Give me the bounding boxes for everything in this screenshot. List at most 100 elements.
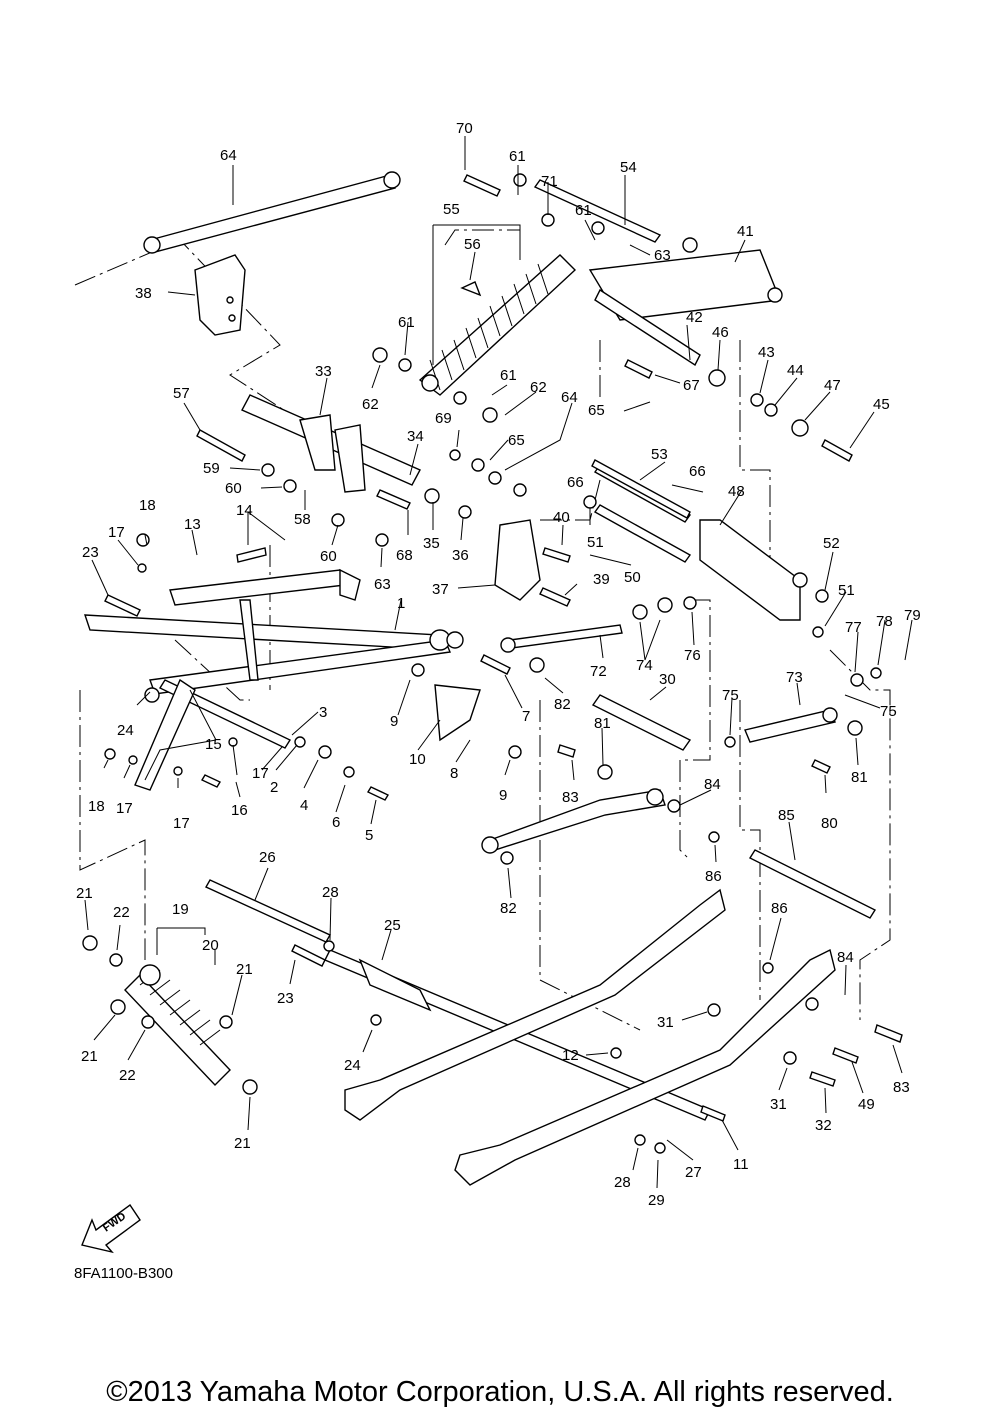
slide-rail-right xyxy=(454,948,836,1186)
callout-23b: 23 xyxy=(277,990,294,1007)
part-48-plate xyxy=(699,519,808,621)
copyright-notice: ©2013 Yamaha Motor Corporation, U.S.A. A… xyxy=(106,1376,894,1408)
callout-20: 20 xyxy=(202,937,219,954)
part-41-rear-arm xyxy=(588,237,783,367)
callout-17a: 17 xyxy=(108,524,125,541)
callout-28a: 28 xyxy=(322,884,339,901)
hardware-bolts xyxy=(104,174,903,1122)
callout-85: 85 xyxy=(778,807,795,824)
fwd-arrow-icon: FWD xyxy=(81,1204,141,1254)
callout-35: 35 xyxy=(423,535,440,552)
callout-86a: 86 xyxy=(705,868,722,885)
callout-54: 54 xyxy=(620,159,637,176)
callout-41: 41 xyxy=(737,223,754,240)
callout-26: 26 xyxy=(259,849,276,866)
callout-22b: 22 xyxy=(119,1067,136,1084)
callout-73: 73 xyxy=(786,669,803,686)
callout-27: 27 xyxy=(685,1164,702,1181)
callout-38: 38 xyxy=(135,285,152,302)
callout-21c: 21 xyxy=(81,1048,98,1065)
callout-4: 4 xyxy=(300,797,308,814)
part-50-53-shafts xyxy=(593,464,692,563)
callout-61c: 61 xyxy=(398,314,415,331)
callout-60a: 60 xyxy=(225,480,242,497)
callout-61a: 61 xyxy=(509,148,526,165)
callout-62a: 62 xyxy=(362,396,379,413)
part-64-upper-arm xyxy=(143,171,401,254)
callout-76: 76 xyxy=(684,647,701,664)
callout-11: 11 xyxy=(733,1156,749,1173)
part-1-main-frame xyxy=(84,568,464,695)
callout-14: 14 xyxy=(236,502,253,519)
part-37-bracket xyxy=(494,519,541,601)
callout-8: 8 xyxy=(450,765,458,782)
callout-63a: 63 xyxy=(654,247,671,264)
callout-31b: 31 xyxy=(770,1096,787,1113)
callout-30: 30 xyxy=(659,671,676,688)
callout-43: 43 xyxy=(758,344,775,361)
callout-37: 37 xyxy=(432,581,449,598)
callout-labels: 1 2 3 4 5 6 7 8 9 9 10 11 12 13 14 15 16… xyxy=(76,120,921,1209)
callout-72: 72 xyxy=(590,663,607,680)
callout-84b: 84 xyxy=(837,949,854,966)
part-38-bracket xyxy=(194,254,246,336)
callout-75a: 75 xyxy=(722,687,739,704)
callout-66a: 66 xyxy=(689,463,706,480)
callout-5: 5 xyxy=(365,827,373,844)
callout-9b: 9 xyxy=(499,787,507,804)
callout-2: 2 xyxy=(270,779,278,796)
callout-67: 67 xyxy=(683,377,700,394)
callout-75b: 75 xyxy=(880,703,897,720)
callout-61b: 61 xyxy=(575,202,592,219)
callout-55: 55 xyxy=(443,201,460,218)
callout-51a: 51 xyxy=(587,534,604,551)
callout-68: 68 xyxy=(396,547,413,564)
part-30-shaft xyxy=(591,694,692,751)
callout-86b: 86 xyxy=(771,900,788,917)
part-33-front-arm xyxy=(241,394,421,493)
callout-58: 58 xyxy=(294,511,311,528)
callout-18a: 18 xyxy=(139,497,156,514)
callout-24a: 24 xyxy=(117,722,134,739)
part-26-bolt xyxy=(205,879,331,943)
part-72-bolt xyxy=(500,624,623,653)
callout-56: 56 xyxy=(464,236,481,253)
callout-83b: 83 xyxy=(893,1079,910,1096)
callout-81a: 81 xyxy=(594,715,611,732)
callout-15: 15 xyxy=(205,736,222,753)
callout-84a: 84 xyxy=(704,776,721,793)
callout-18b: 18 xyxy=(88,798,105,815)
slide-rail-left xyxy=(344,888,726,1121)
callout-21b: 21 xyxy=(236,961,253,978)
part-19-front-shock xyxy=(124,964,231,1087)
callout-82a: 82 xyxy=(554,696,571,713)
callout-28b: 28 xyxy=(614,1174,631,1191)
callout-24b: 24 xyxy=(344,1057,361,1074)
leader-lines xyxy=(84,136,913,1189)
callout-59: 59 xyxy=(203,460,220,477)
callout-52: 52 xyxy=(823,535,840,552)
callout-36: 36 xyxy=(452,547,469,564)
callout-74: 74 xyxy=(636,657,653,674)
callout-40: 40 xyxy=(553,509,570,526)
callout-33: 33 xyxy=(315,363,332,380)
callout-48: 48 xyxy=(728,483,745,500)
callout-61d: 61 xyxy=(500,367,517,384)
callout-16: 16 xyxy=(231,802,248,819)
callout-70: 70 xyxy=(456,120,473,137)
callout-65b: 65 xyxy=(508,432,525,449)
callout-79: 79 xyxy=(904,607,921,624)
callout-64a: 64 xyxy=(220,147,237,164)
callout-6: 6 xyxy=(332,814,340,831)
callout-21a: 21 xyxy=(76,885,93,902)
callout-29: 29 xyxy=(648,1192,665,1209)
callout-51b: 51 xyxy=(838,582,855,599)
part-54-shaft xyxy=(533,179,662,243)
callout-60b: 60 xyxy=(320,548,337,565)
hardware-washers xyxy=(82,173,882,1154)
callout-17b: 17 xyxy=(252,765,269,782)
callout-57: 57 xyxy=(173,385,190,402)
callout-82b: 82 xyxy=(500,900,517,917)
callout-53: 53 xyxy=(651,446,668,463)
